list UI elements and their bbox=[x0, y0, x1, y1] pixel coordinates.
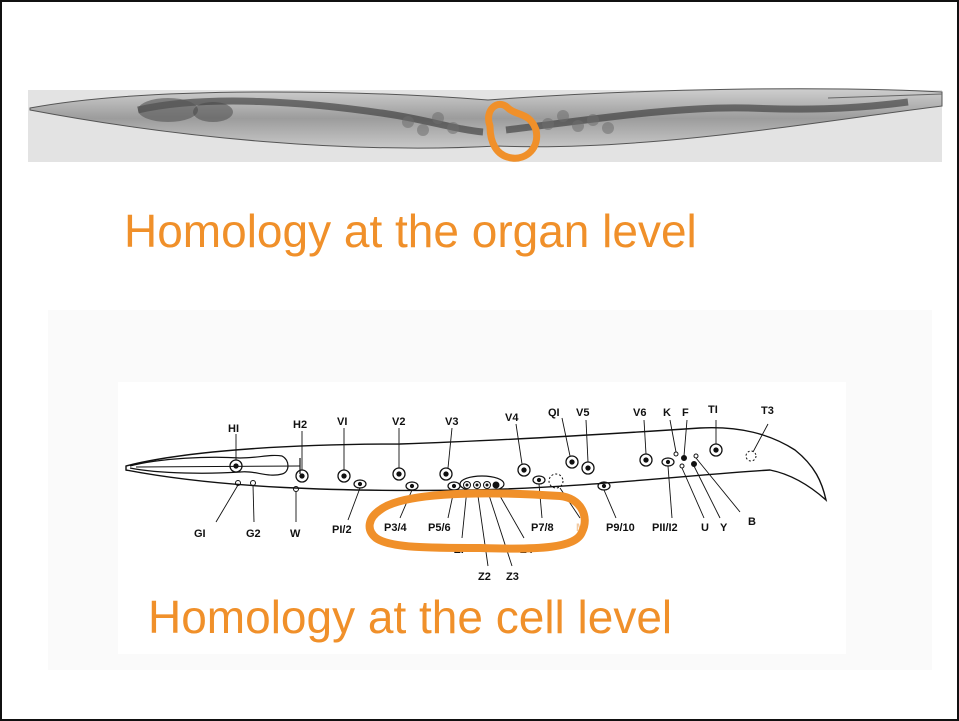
label-v5: V5 bbox=[576, 407, 589, 419]
cell-level-title: Homology at the cell level bbox=[148, 594, 672, 640]
label-f: F bbox=[682, 407, 689, 419]
label-w: W bbox=[290, 528, 301, 540]
cell-t3 bbox=[746, 451, 756, 461]
vulval-precursor-highlight bbox=[370, 493, 585, 548]
label-y: Y bbox=[720, 522, 728, 534]
cell-b bbox=[694, 454, 698, 458]
label-p9-10: P9/10 bbox=[606, 522, 635, 534]
label-g1: GI bbox=[194, 528, 206, 540]
label-v4: V4 bbox=[505, 412, 519, 424]
label-t3: T3 bbox=[761, 405, 774, 417]
label-p1-2: PI/2 bbox=[332, 524, 352, 536]
cell-f bbox=[682, 456, 687, 461]
label-p11-12: PII/I2 bbox=[652, 522, 678, 534]
label-h1: HI bbox=[228, 423, 239, 435]
pharynx-outline bbox=[130, 455, 288, 475]
label-p3-4: P3/4 bbox=[384, 522, 408, 534]
cell-u bbox=[680, 464, 684, 468]
pharynx-lumen bbox=[136, 466, 300, 467]
label-h2: H2 bbox=[293, 419, 307, 431]
label-v6: V6 bbox=[633, 407, 646, 419]
p-cells bbox=[354, 458, 674, 490]
label-b: B bbox=[748, 516, 756, 528]
label-g2: G2 bbox=[246, 528, 261, 540]
label-q1: QI bbox=[548, 407, 560, 419]
label-v3: V3 bbox=[445, 416, 458, 428]
cell-y bbox=[692, 462, 697, 467]
z-cells bbox=[464, 482, 500, 489]
label-u: U bbox=[701, 522, 709, 534]
label-k: K bbox=[663, 407, 671, 419]
label-v2: V2 bbox=[392, 416, 405, 428]
label-z3: Z3 bbox=[506, 571, 519, 583]
cell-k bbox=[674, 452, 678, 456]
label-z2: Z2 bbox=[478, 571, 491, 583]
label-p7-8: P7/8 bbox=[531, 522, 554, 534]
label-t1: TI bbox=[708, 404, 718, 416]
label-p5-6: P5/6 bbox=[428, 522, 451, 534]
label-v1: VI bbox=[337, 416, 347, 428]
